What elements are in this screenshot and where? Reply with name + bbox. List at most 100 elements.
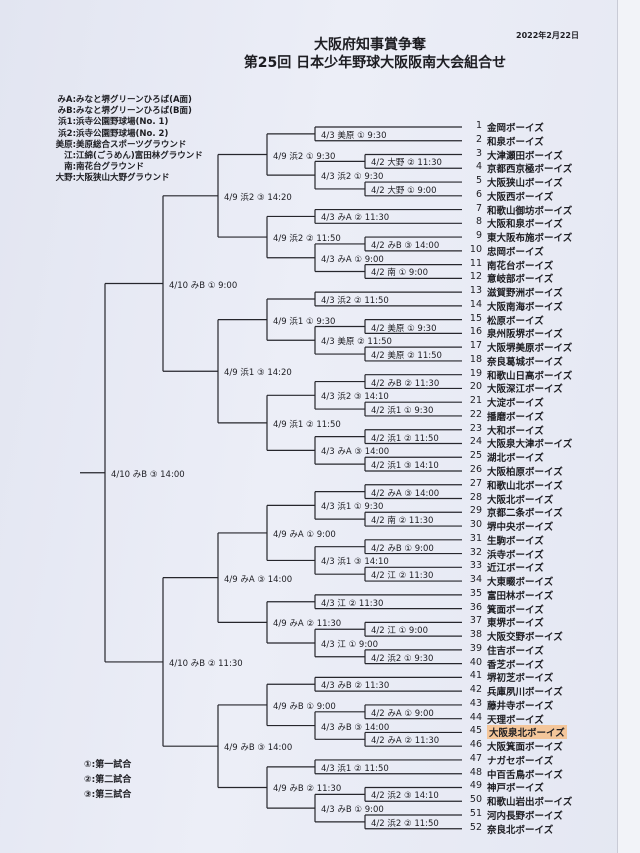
venue-row: 浜2:浜寺公園野球場(No. 2)	[36, 129, 203, 140]
match-label: 4/3 美原 ① 9:30	[321, 130, 387, 141]
team-name: 天理ボーイズ	[487, 714, 544, 726]
match-label: 4/3 浜2 ③ 14:10	[321, 392, 389, 403]
match-label: 4/3 浜1 ① 9:30	[321, 502, 384, 513]
venue-name: 浜寺公園野球場(No. 2)	[76, 128, 169, 139]
match-label: 4/3 浜1 ② 11:50	[321, 763, 389, 774]
venue-key: 浜1:	[58, 117, 76, 128]
match-label: 4/9 みA ① 9:00	[273, 529, 336, 540]
team-name: 大津瀬田ボーイズ	[487, 150, 563, 162]
team-number: 49	[469, 780, 482, 792]
team-number: 23	[469, 422, 482, 434]
team-name: 忠岡ボーイズ	[487, 246, 544, 258]
team-name: 浜寺ボーイズ	[487, 549, 544, 561]
match-label: 4/2 みB ② 11:30	[371, 378, 440, 389]
team-number: 41	[469, 670, 482, 682]
team-number: 8	[475, 216, 482, 228]
team-entry: 10 忠岡ボーイズ	[466, 244, 544, 258]
match-label: 4/9 浜1 ③ 14:20	[224, 368, 292, 379]
team-name: 大阪泉大津ボーイズ	[487, 439, 573, 451]
title-line-1: 大阪府知事賞争奪	[314, 37, 426, 53]
venue-key: 浜2:	[58, 128, 76, 139]
match-label: 4/10 みB ② 11:30	[169, 658, 243, 669]
team-number: 31	[469, 532, 482, 544]
match-label: 4/2 浜2 ③ 14:10	[371, 791, 439, 802]
team-number: 51	[469, 808, 482, 819]
match-label: 4/2 浜2 ② 11:50	[371, 818, 439, 829]
venue-row: みA:みなと堺グリーンひろば(A面)	[36, 95, 203, 106]
team-name: 大阪交野ボーイズ	[487, 632, 563, 644]
match-label: 4/3 江 ② 11:30	[321, 598, 384, 609]
team-number: 34	[469, 574, 482, 586]
match-label: 4/3 みB ③ 14:00	[321, 722, 390, 733]
document-date: 2022年2月22日	[516, 31, 579, 40]
team-number: 10	[469, 243, 482, 255]
match-label: 4/2 南 ② 11:30	[371, 516, 434, 527]
venue-key: 美原:	[55, 139, 76, 150]
team-name: 東堺ボーイズ	[487, 618, 544, 630]
match-label: 4/3 みA ② 11:30	[321, 213, 390, 224]
venue-row: 南:南花台グラウンド	[36, 162, 203, 173]
team-name: 神戸ボーイズ	[487, 783, 544, 795]
team-entry: 33 近江ボーイズ	[466, 560, 544, 574]
team-number: 7	[475, 202, 482, 214]
team-number: 26	[469, 464, 482, 475]
team-name: ナガセボーイズ	[487, 755, 554, 767]
match-label: 4/2 大野 ① 9:00	[371, 185, 437, 196]
team-name: 富田林ボーイズ	[487, 590, 554, 602]
team-name: 大阪深江ボーイズ	[487, 384, 563, 396]
team-entry: 49 神戸ボーイズ	[466, 780, 544, 794]
team-name: 和歌山御坊ボーイズ	[487, 205, 573, 217]
team-entry: 37 東堺ボーイズ	[466, 615, 544, 629]
team-name: 大淀ボーイズ	[487, 398, 544, 410]
team-name: 意岐部ボーイズ	[487, 274, 554, 286]
match-label: 4/3 みB ① 9:00	[321, 805, 384, 816]
team-number: 37	[469, 615, 482, 627]
team-name: 泉州阪堺ボーイズ	[487, 329, 563, 341]
match-label: 4/2 浜1 ③ 14:10	[371, 461, 439, 472]
team-name: 近江ボーイズ	[487, 563, 544, 575]
team-name: 生駒ボーイズ	[487, 535, 544, 547]
team-entry: 51 河内長野ボーイズ	[466, 808, 563, 822]
match-label: 4/9 浜1 ① 9:30	[273, 316, 336, 327]
team-number: 17	[469, 340, 482, 352]
match-label: 4/10 みB ③ 14:00	[111, 469, 185, 480]
match-label: 4/2 浜1 ② 11:50	[371, 433, 439, 444]
team-number: 11	[469, 257, 482, 269]
team-number: 4	[475, 161, 482, 173]
match-label: 4/2 江 ① 9:00	[371, 626, 428, 637]
venue-key: 南:	[64, 162, 76, 173]
venue-key: 大野:	[55, 173, 76, 184]
match-label: 4/9 みA ③ 14:00	[224, 574, 293, 585]
team-name: 河内長野ボーイズ	[487, 811, 563, 822]
match-label: 4/2 みA ① 9:00	[371, 708, 434, 719]
team-number: 33	[469, 560, 482, 572]
team-number: 24	[469, 436, 482, 448]
match-label: 4/10 みB ① 9:00	[169, 280, 238, 291]
team-number: 50	[469, 794, 482, 806]
team-number: 25	[469, 450, 482, 462]
team-name: 滋賀野洲ボーイズ	[487, 288, 563, 300]
team-name: 藤井寺ボーイズ	[487, 700, 554, 712]
